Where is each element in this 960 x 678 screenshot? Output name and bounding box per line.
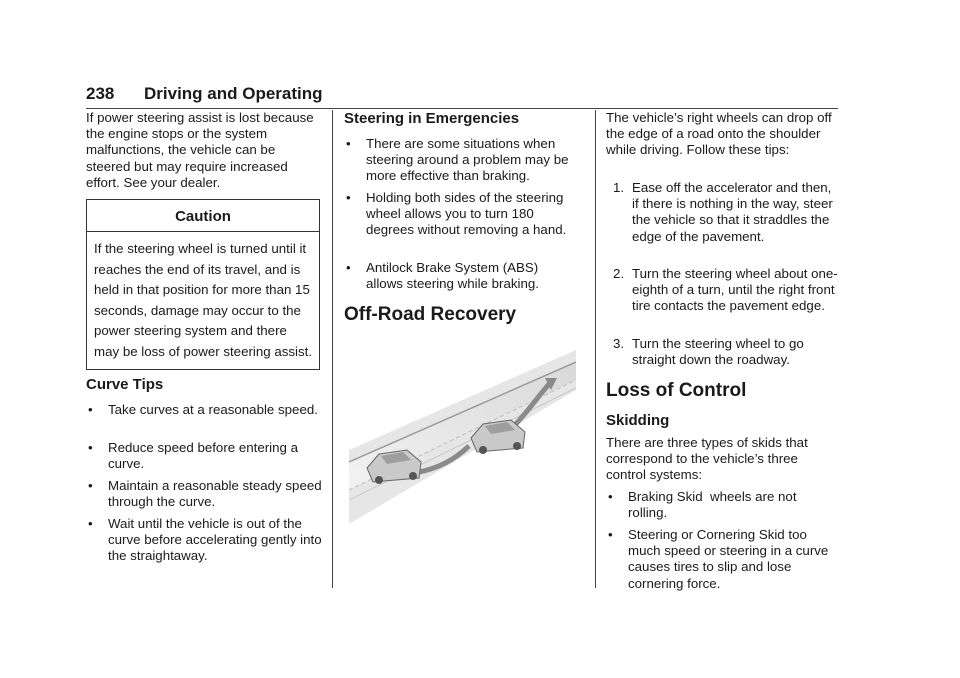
bullet-mark: • (608, 489, 613, 504)
car-front (470, 419, 526, 454)
path-arrow (418, 444, 471, 475)
list-item: • Steering or Cornering Skid too much sp… (606, 527, 838, 592)
off-road-intro: The vehicle’s right wheels can drop off … (606, 110, 832, 158)
emergency-steering-heading: Steering in Emergencies (344, 110, 520, 127)
list-item: 3. Turn the steering wheel to go straigh… (606, 336, 838, 368)
shoulder-edge (349, 387, 576, 501)
step-number: 1. (613, 180, 625, 195)
list-item: • Reduce speed before entering a curve. (86, 440, 322, 472)
road-edge (349, 361, 576, 463)
section-title: Driving and Operating (144, 84, 323, 103)
list-item: 1. Ease off the accelerator and then, if… (606, 180, 838, 245)
list-item-text: Wait until the vehicle is out of the cur… (108, 516, 322, 564)
column-divider (595, 110, 596, 588)
off-road-recovery-illustration (349, 350, 576, 524)
bullet-mark: • (88, 402, 93, 417)
road-shoulder (349, 350, 576, 524)
page-header: 238 Driving and Operating (86, 84, 838, 109)
skidding-heading: Skidding (606, 412, 670, 429)
list-item-text: There are some situations when steering … (366, 136, 569, 184)
list-item-text: Steering or Cornering Skid too much spee… (628, 527, 829, 591)
list-item: • Wait until the vehicle is out of the c… (86, 516, 322, 565)
list-item-text: Turn the steering wheel about one-eighth… (632, 266, 838, 314)
step-number: 2. (613, 266, 625, 281)
power-steering-paragraph: If power steering assist is lost because… (86, 110, 314, 190)
caution-box: Caution If the steering wheel is turned … (86, 199, 320, 370)
caution-title: Caution (87, 200, 319, 232)
bullet-mark: • (88, 516, 93, 531)
list-item-text: Take curves at a reasonable speed. (108, 402, 318, 417)
column-divider (332, 110, 333, 588)
column-right: The vehicle’s right wheels can drop off … (606, 110, 838, 592)
bullet-mark: • (346, 260, 351, 275)
list-item: • Braking Skid wheels are not rolling. (606, 489, 838, 521)
path-arrow (512, 382, 551, 428)
list-item: • Antilock Brake System (ABS) allows ste… (344, 260, 576, 292)
list-item-text: Braking Skid wheels are not rolling. (628, 489, 801, 521)
caution-text: If the steering wheel is turned until it… (94, 241, 313, 359)
bullet-mark: • (346, 136, 351, 151)
list-item: • Holding both sides of the steering whe… (344, 190, 576, 239)
list-item-text: Maintain a reasonable steady speed throu… (108, 478, 322, 510)
list-item-text: Reduce speed before entering a curve. (108, 440, 298, 472)
page-number: 238 (86, 84, 115, 103)
list-item: • Take curves at a reasonable speed. (86, 402, 322, 418)
list-item-text: Ease off the accelerator and then, if th… (632, 180, 833, 244)
off-road-recovery-heading: Off-Road Recovery (344, 304, 517, 325)
skidding-intro: There are three types of skids that corr… (606, 435, 808, 483)
list-item-text: Holding both sides of the steering wheel… (366, 190, 567, 238)
bullet-mark: • (608, 527, 613, 542)
list-item: • Maintain a reasonable steady speed thr… (86, 478, 322, 510)
bullet-mark: • (88, 440, 93, 455)
list-item-text: Antilock Brake System (ABS) allows steer… (366, 260, 539, 292)
car-rear (366, 449, 422, 484)
step-number: 3. (613, 336, 625, 351)
arrow-head (545, 378, 557, 390)
column-left: If power steering assist is lost because… (86, 110, 322, 580)
curve-tips-heading: Curve Tips (86, 376, 164, 393)
bullet-mark: • (88, 478, 93, 493)
column-middle: Steering in Emergencies • There are some… (344, 110, 576, 580)
loss-of-control-heading: Loss of Control (606, 380, 747, 401)
list-item: 2. Turn the steering wheel about one-eig… (606, 266, 838, 315)
list-item: • There are some situations when steerin… (344, 136, 576, 185)
list-item-text: Turn the steering wheel to go straight d… (632, 336, 804, 368)
bullet-mark: • (346, 190, 351, 205)
